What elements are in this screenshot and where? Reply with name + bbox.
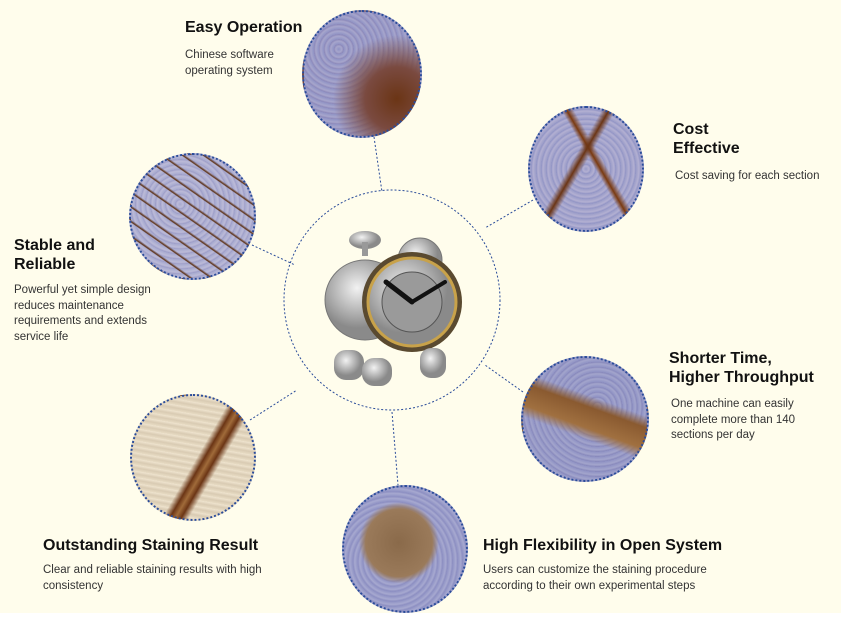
feature-title-cost-effective: Cost Effective [673,120,740,158]
connector-throughput [484,364,524,393]
image-outstanding-staining [130,394,256,521]
feature-desc-stable-reliable: Powerful yet simple design reduces maint… [14,284,151,343]
feature-title-shorter-time: Shorter Time, Higher Throughput [669,349,814,387]
image-high-flexibility [342,485,468,613]
title-line-1: Shorter Time, [669,350,772,367]
image-easy-operation [302,10,422,138]
title-line-2: Effective [673,140,740,157]
center-circle [283,189,501,411]
connector-easy-operation [373,136,383,193]
feature-desc-cost-effective: Cost saving for each section [675,170,820,182]
title-line-1: Cost [673,121,709,138]
clock-gear-icon [324,231,462,386]
feature-title-stable-reliable: Stable and Reliable [14,236,95,274]
connector-cost [484,199,534,229]
title-line-1: Stable and [14,237,95,254]
feature-title-high-flexibility: High Flexibility in Open System [483,537,723,554]
feature-title-easy-operation: Easy Operation [185,19,303,36]
feature-desc-easy-operation: Chinese software operating system [185,49,274,77]
feature-desc-shorter-time: One machine can easily complete more tha… [671,398,796,441]
connector-flexibility [391,411,399,486]
title-line-2: Higher Throughput [669,369,814,386]
title-line-2: Reliable [14,256,76,273]
image-cost-effective [528,106,644,232]
connector-stable [251,244,296,266]
image-stable-reliable [129,153,256,280]
feature-desc-high-flexibility: Users can customize the staining procedu… [483,564,707,592]
feature-desc-outstanding-staining: Clear and reliable staining results with… [43,564,262,592]
connector-staining [249,389,298,421]
image-shorter-time [521,356,649,482]
feature-title-outstanding-staining: Outstanding Staining Result [43,537,259,554]
